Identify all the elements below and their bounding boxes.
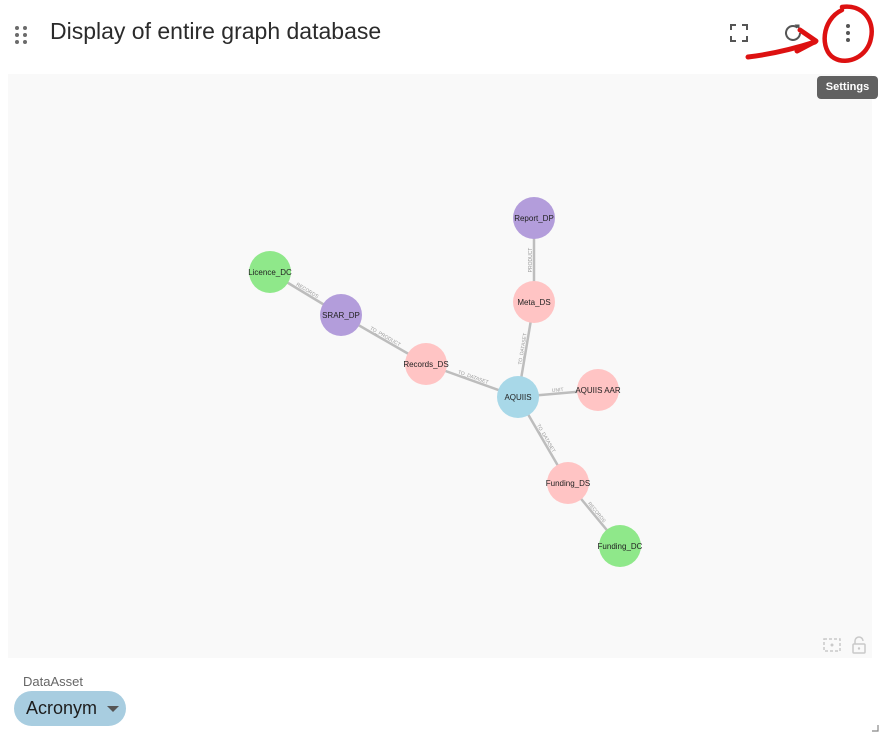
page-title: Display of entire graph database (50, 18, 382, 44)
caret-down-icon (107, 706, 119, 712)
more-vert-icon (846, 24, 850, 42)
refresh-button[interactable] (780, 20, 806, 46)
data-asset-label: DataAsset (23, 674, 83, 689)
graph-node-circle (599, 525, 641, 567)
graph-node-circle (249, 251, 291, 293)
graph-view: PRODUCT TO_DATASET RECORDS TO_PRODUCT TO_DAT… (248, 197, 643, 567)
fit-view-button[interactable] (822, 635, 842, 655)
graph-edge-label: RECORDS (586, 501, 607, 525)
fullscreen-button[interactable] (726, 20, 752, 46)
panel-header: Display of entire graph database (0, 0, 883, 72)
graph-node-label: AQUIIS (504, 393, 531, 402)
graph-node-label: Records_DS (403, 360, 448, 369)
graph-node-label: AQUIIS AAR (575, 386, 621, 395)
graph-edge-label: PRODUCT (528, 248, 534, 273)
graph-node-label: Meta_DS (517, 298, 550, 307)
graph-node-circle (577, 369, 619, 411)
fullscreen-icon (730, 24, 748, 42)
graph-node-circle (320, 294, 362, 336)
graph-edge-label: TO_PRODUCT (369, 326, 402, 348)
acronym-dropdown[interactable]: Acronym (14, 691, 126, 726)
graph-node-records_ds[interactable]: Records_DS (403, 343, 449, 385)
graph-node-label: Report_DP (514, 214, 554, 223)
graph-node-label: Funding_DC (598, 542, 643, 551)
graph-edge-label: UNIT (552, 387, 564, 394)
graph-edge-label: RECORDS (295, 282, 320, 300)
graph-node-circle (513, 197, 555, 239)
graph-node-funding_dc[interactable]: Funding_DC (598, 525, 643, 567)
resize-handle-icon[interactable] (871, 724, 879, 732)
fit-view-icon (823, 638, 841, 652)
graph-node-circle (497, 376, 539, 418)
drag-handle-icon[interactable] (13, 24, 29, 44)
lock-icon (852, 636, 866, 654)
graph-node-label: Licence_DC (248, 268, 292, 277)
graph-canvas[interactable]: PRODUCT TO_DATASET RECORDS TO_PRODUCT TO_DAT… (8, 74, 872, 658)
graph-edge-label: TO_DATASET (517, 333, 528, 366)
graph-node-licence_dc[interactable]: Licence_DC (248, 251, 292, 293)
graph-node-circle (547, 462, 589, 504)
graph-node-label: Funding_DS (546, 479, 590, 488)
settings-button[interactable] (835, 20, 861, 46)
refresh-icon (785, 24, 801, 41)
settings-tooltip: Settings (817, 76, 878, 99)
graph-node-label: SRAR_DP (322, 311, 360, 320)
graph-node-meta_ds[interactable]: Meta_DS (513, 281, 555, 323)
graph-node-srar_dp[interactable]: SRAR_DP (320, 294, 362, 336)
graph-node-report_dp[interactable]: Report_DP (513, 197, 555, 239)
graph-node-funding_ds[interactable]: Funding_DS (546, 462, 590, 504)
graph-node-circle (513, 281, 555, 323)
lock-button[interactable] (849, 635, 869, 655)
graph-node-aquiis[interactable]: AQUIIS (497, 376, 539, 418)
graph-node-circle (405, 343, 447, 385)
graph-node-aquiis_aar[interactable]: AQUIIS AAR (575, 369, 621, 411)
graph-edge-label: TO_DATASET (535, 423, 556, 454)
acronym-value: Acronym (26, 698, 98, 718)
